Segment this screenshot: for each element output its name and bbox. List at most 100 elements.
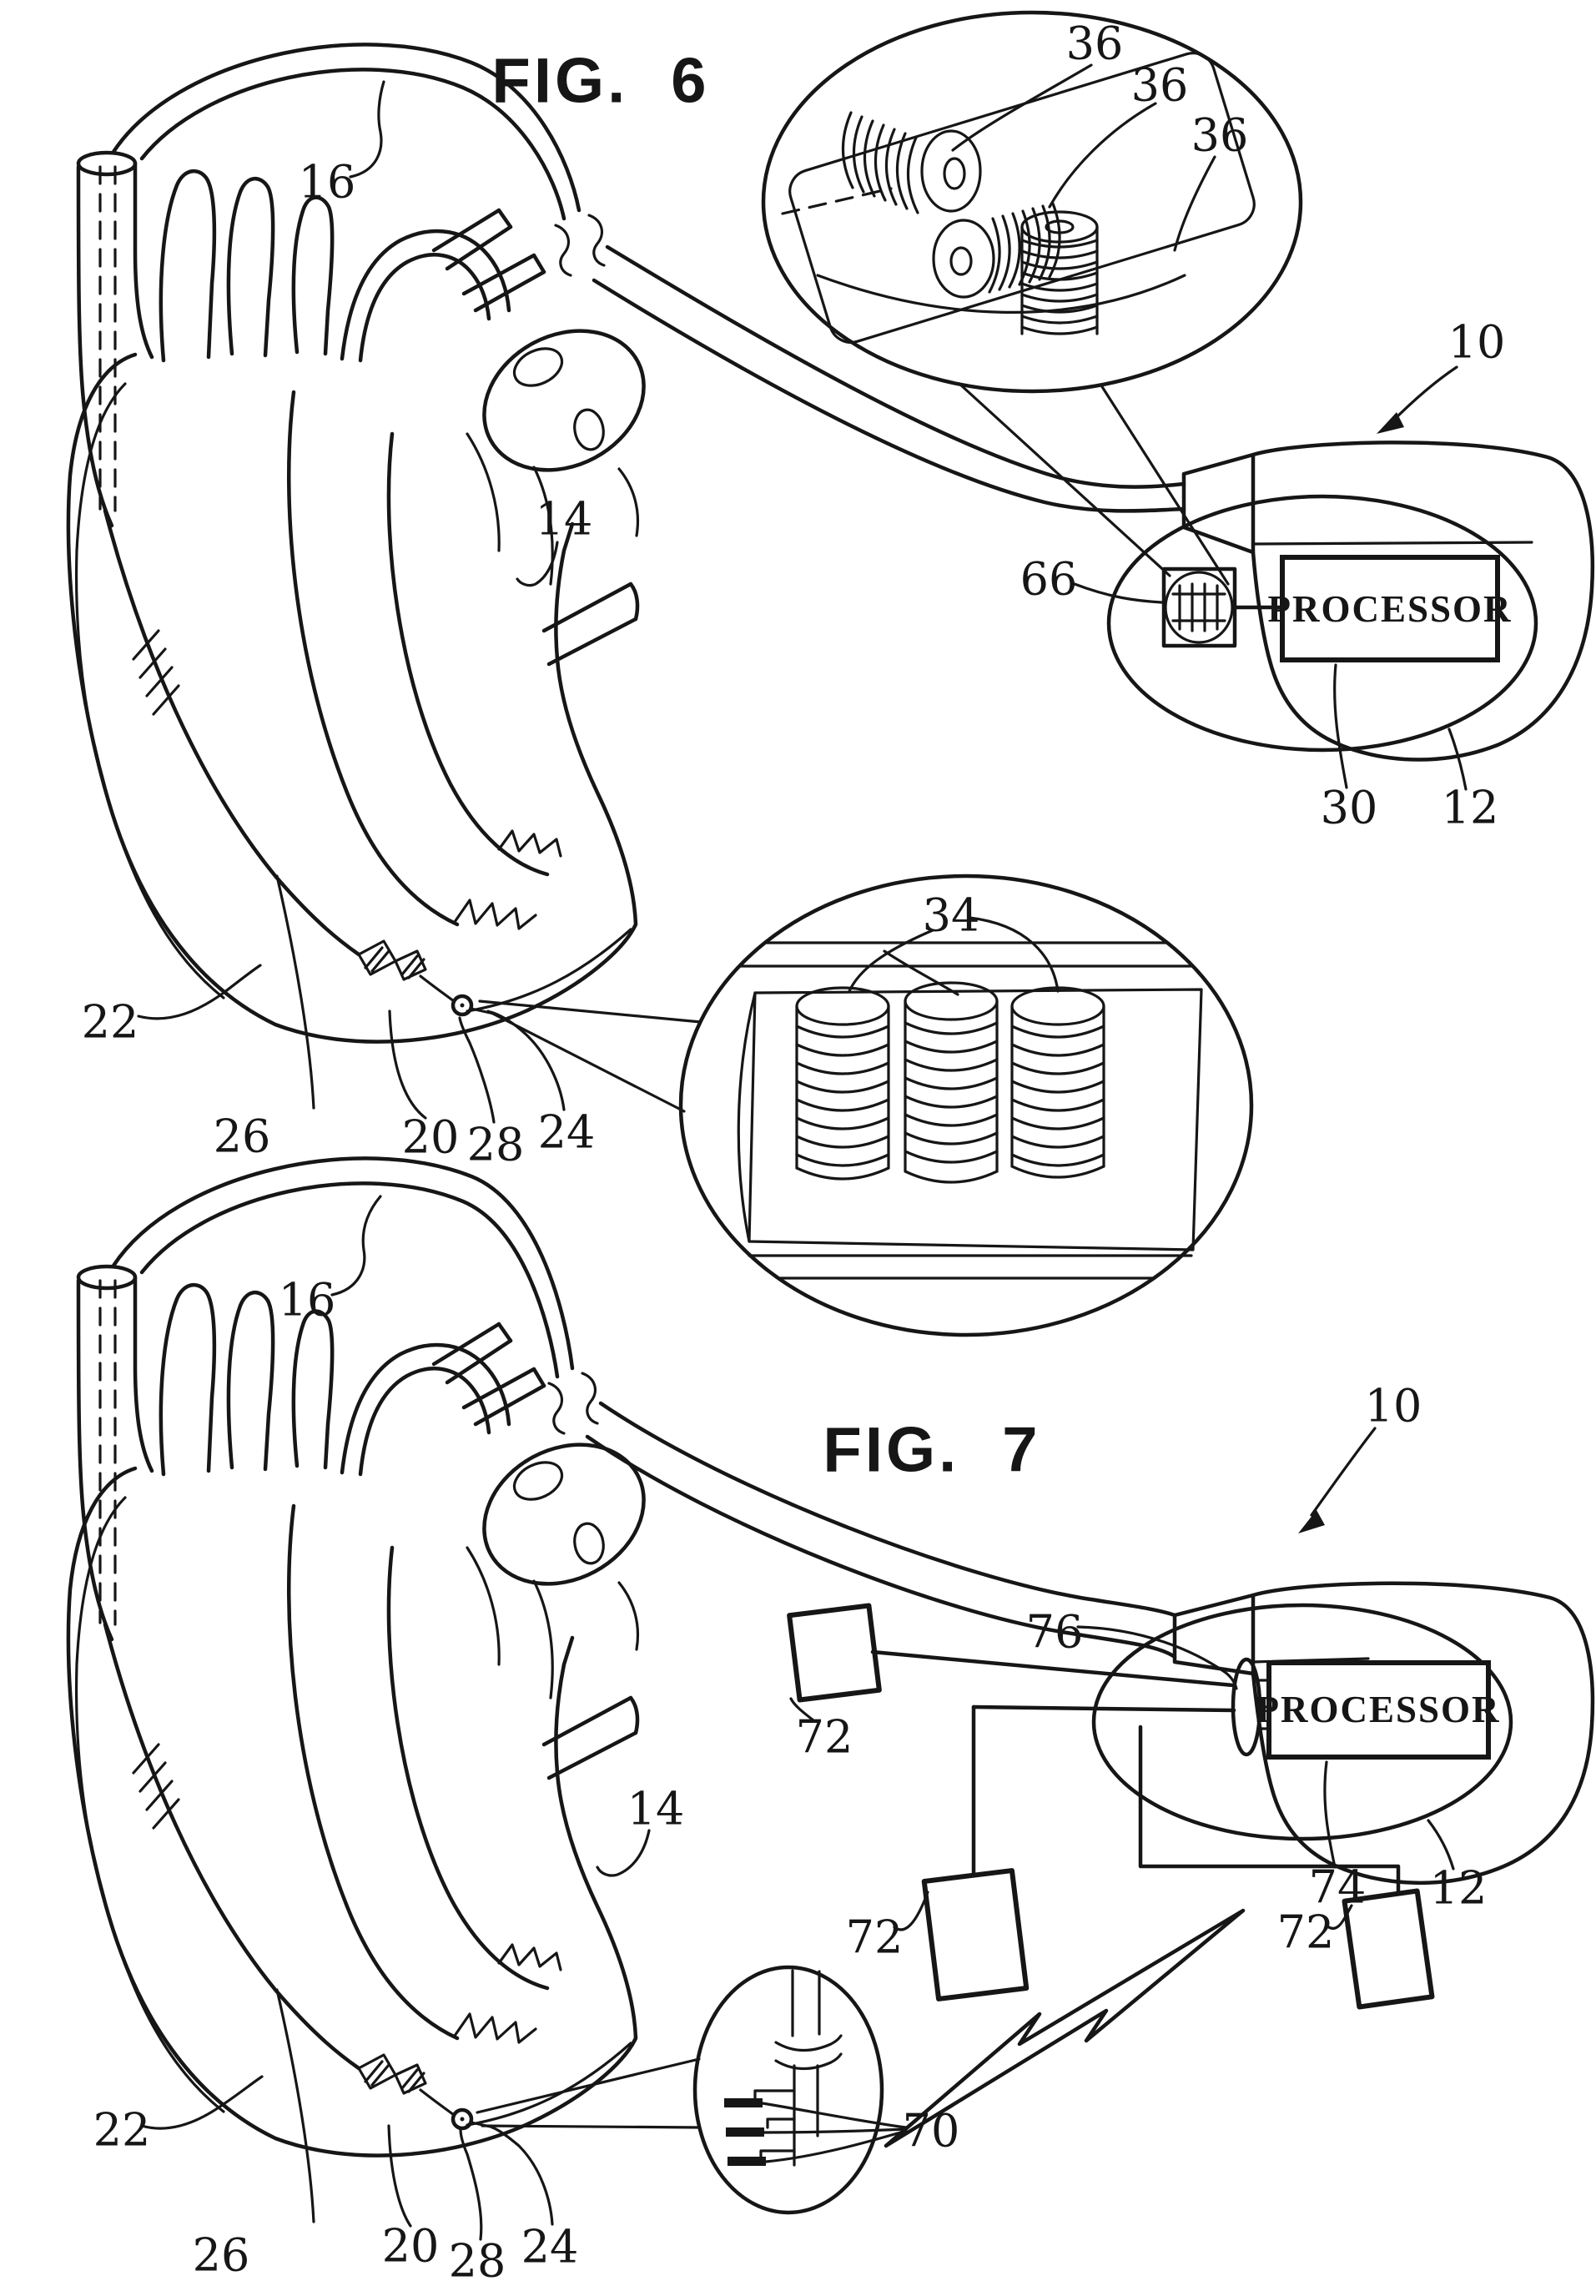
fig6-lead-arc-outer <box>111 43 582 213</box>
fig7-ref-20: 20 <box>382 2220 440 2273</box>
fig7-ref-12: 12 <box>1430 1862 1488 1915</box>
inset36-lead-dashes <box>781 187 893 215</box>
fig6-leader-66 <box>1073 582 1163 604</box>
fig7-ref-72a: 72 <box>796 1711 853 1764</box>
fig6-connector-block <box>1181 452 1256 555</box>
inset36-coil-2 <box>932 202 1061 299</box>
fig7-group: FIG. 7 16 PROCESSOR 10 76 <box>68 1156 1595 2288</box>
inset34-callout-line-2 <box>486 1010 686 1113</box>
fig6-leader-30 <box>1333 663 1348 789</box>
fig6-processor-box <box>1280 555 1500 662</box>
fig6-group: FIG. 6 16 <box>68 10 1595 1337</box>
fig7-wire-a <box>870 1649 1236 1688</box>
fig6-coil-inset: 36 36 36 <box>761 10 1303 586</box>
fig7-monitor-box-b <box>921 1868 1030 2001</box>
fig6-leader-28 <box>458 1016 496 1124</box>
fig7-leader-16 <box>330 1195 382 1297</box>
fig6-leader-34c <box>968 916 1060 993</box>
fig7-wire-c <box>1138 1725 1401 1895</box>
fig6-ref-20: 20 <box>402 1111 460 1164</box>
fig7-leader-72a <box>789 1697 815 1722</box>
fig6-lead-arc-inner <box>139 68 566 221</box>
fig7-lead-to-device-inner <box>585 1434 1177 1659</box>
fig6-ref-24: 24 <box>538 1106 596 1159</box>
inset36-tray <box>788 52 1256 344</box>
fig7-leader-74 <box>1323 1760 1337 1869</box>
fig6-leader-12 <box>1447 728 1468 791</box>
inset34-left-wall <box>737 991 757 1243</box>
fig7-wire-b <box>971 1704 1236 1713</box>
fig6-ref-14: 14 <box>536 493 593 546</box>
fig7-housing-ellipse <box>1091 1603 1513 1841</box>
fig7-device: PROCESSOR 10 76 74 12 <box>1026 1380 1595 1915</box>
fig6-ref-16: 16 <box>299 156 356 209</box>
fig6-ref-36a: 36 <box>1066 18 1124 70</box>
fig7-ref-26: 26 <box>193 2229 250 2282</box>
fig6-coil-stack-inset: 34 <box>478 874 1254 1337</box>
inset34-callout-line-1 <box>478 999 702 1024</box>
fig6-leader-34a <box>848 929 934 993</box>
fig7-lead-to-device-outer <box>598 1401 1177 1618</box>
fig6-arrow-10 <box>1390 365 1458 424</box>
fig6-title: FIG. 6 <box>491 46 709 117</box>
fig7-monitor-box-a <box>787 1603 882 1703</box>
fig7-heart <box>68 1266 668 2222</box>
inset34-panel <box>748 988 1203 1251</box>
inset70-callout-line-1 <box>476 2057 701 2114</box>
inset36-callout-line-1 <box>958 382 1171 577</box>
fig7-ref-16: 16 <box>279 1274 336 1327</box>
fig6-leader-34b <box>883 949 959 996</box>
fig7-leader-76 <box>1076 1625 1238 1690</box>
fig7-leader-24 <box>491 2126 554 2226</box>
fig6-lead-break-mark <box>554 214 606 277</box>
fig6-leader-36b <box>1048 102 1157 209</box>
fig6-leader-36a <box>951 63 1093 152</box>
fig6-leader-22 <box>137 964 262 1020</box>
fig7-external-units: 72 72 72 <box>787 1603 1435 2148</box>
fig6-leader-36c <box>1173 155 1216 252</box>
fig7-electrode-inset: 70 <box>476 1965 960 2215</box>
inset70-electrode-steps <box>724 2089 796 2166</box>
fig6-ref-66: 66 <box>1020 553 1078 606</box>
fig7-leader-70a <box>761 2102 908 2129</box>
inset70-break-mark <box>774 2034 843 2071</box>
fig6-ref-30: 30 <box>1321 782 1378 834</box>
fig7-ref-24: 24 <box>521 2221 579 2273</box>
fig6-leader-20 <box>388 1010 427 1120</box>
inset34-ellipse <box>678 874 1254 1337</box>
fig6-ref-36c: 36 <box>1191 109 1249 162</box>
inset36-coil-1 <box>841 111 982 214</box>
fig6-ref-34: 34 <box>923 889 980 942</box>
fig7-lead-arc-inner <box>139 1181 560 1379</box>
fig7-can-outline <box>1251 1581 1595 1886</box>
fig6-lead-to-device-outer <box>605 244 1186 489</box>
fig7-leader-28 <box>459 2127 483 2241</box>
fig6-ref-28: 28 <box>467 1119 525 1171</box>
fig7-processor-label: PROCESSOR <box>1256 1689 1500 1730</box>
fig7-ref-76: 76 <box>1026 1606 1084 1659</box>
fig7-leader-12 <box>1427 1819 1455 1871</box>
fig6-leader-14 <box>516 541 559 587</box>
fig6-device: PROCESSOR 10 66 30 12 <box>1020 316 1595 834</box>
fig7-lead-arc-outer <box>111 1156 575 1371</box>
fig6-processor-label: PROCESSOR <box>1267 588 1512 630</box>
fig7-title: FIG. 7 <box>823 1415 1040 1486</box>
inset36-ellipse <box>761 10 1303 394</box>
fig7-monitor-box-c <box>1342 1888 1435 2010</box>
fig7-ref-22: 22 <box>93 2104 151 2157</box>
fig6-heart <box>68 153 668 1108</box>
fig7-wireless-bolt <box>884 1908 1246 2148</box>
fig7-lead-break-mark <box>547 1372 599 1435</box>
fig6-leader-16 <box>349 80 385 179</box>
fig7-ref-14: 14 <box>627 1783 685 1835</box>
fig7-processor-box <box>1266 1660 1491 1760</box>
fig6-housing-ellipse <box>1106 494 1538 753</box>
fig7-leader-70b <box>763 2127 908 2134</box>
fig7-ref-70: 70 <box>903 2105 960 2158</box>
inset70-circle <box>692 1965 884 2215</box>
fig7-ref-72c: 72 <box>1277 1906 1335 1959</box>
fig7-ref-10: 10 <box>1365 1380 1422 1432</box>
fig6-ref-10: 10 <box>1448 316 1506 369</box>
